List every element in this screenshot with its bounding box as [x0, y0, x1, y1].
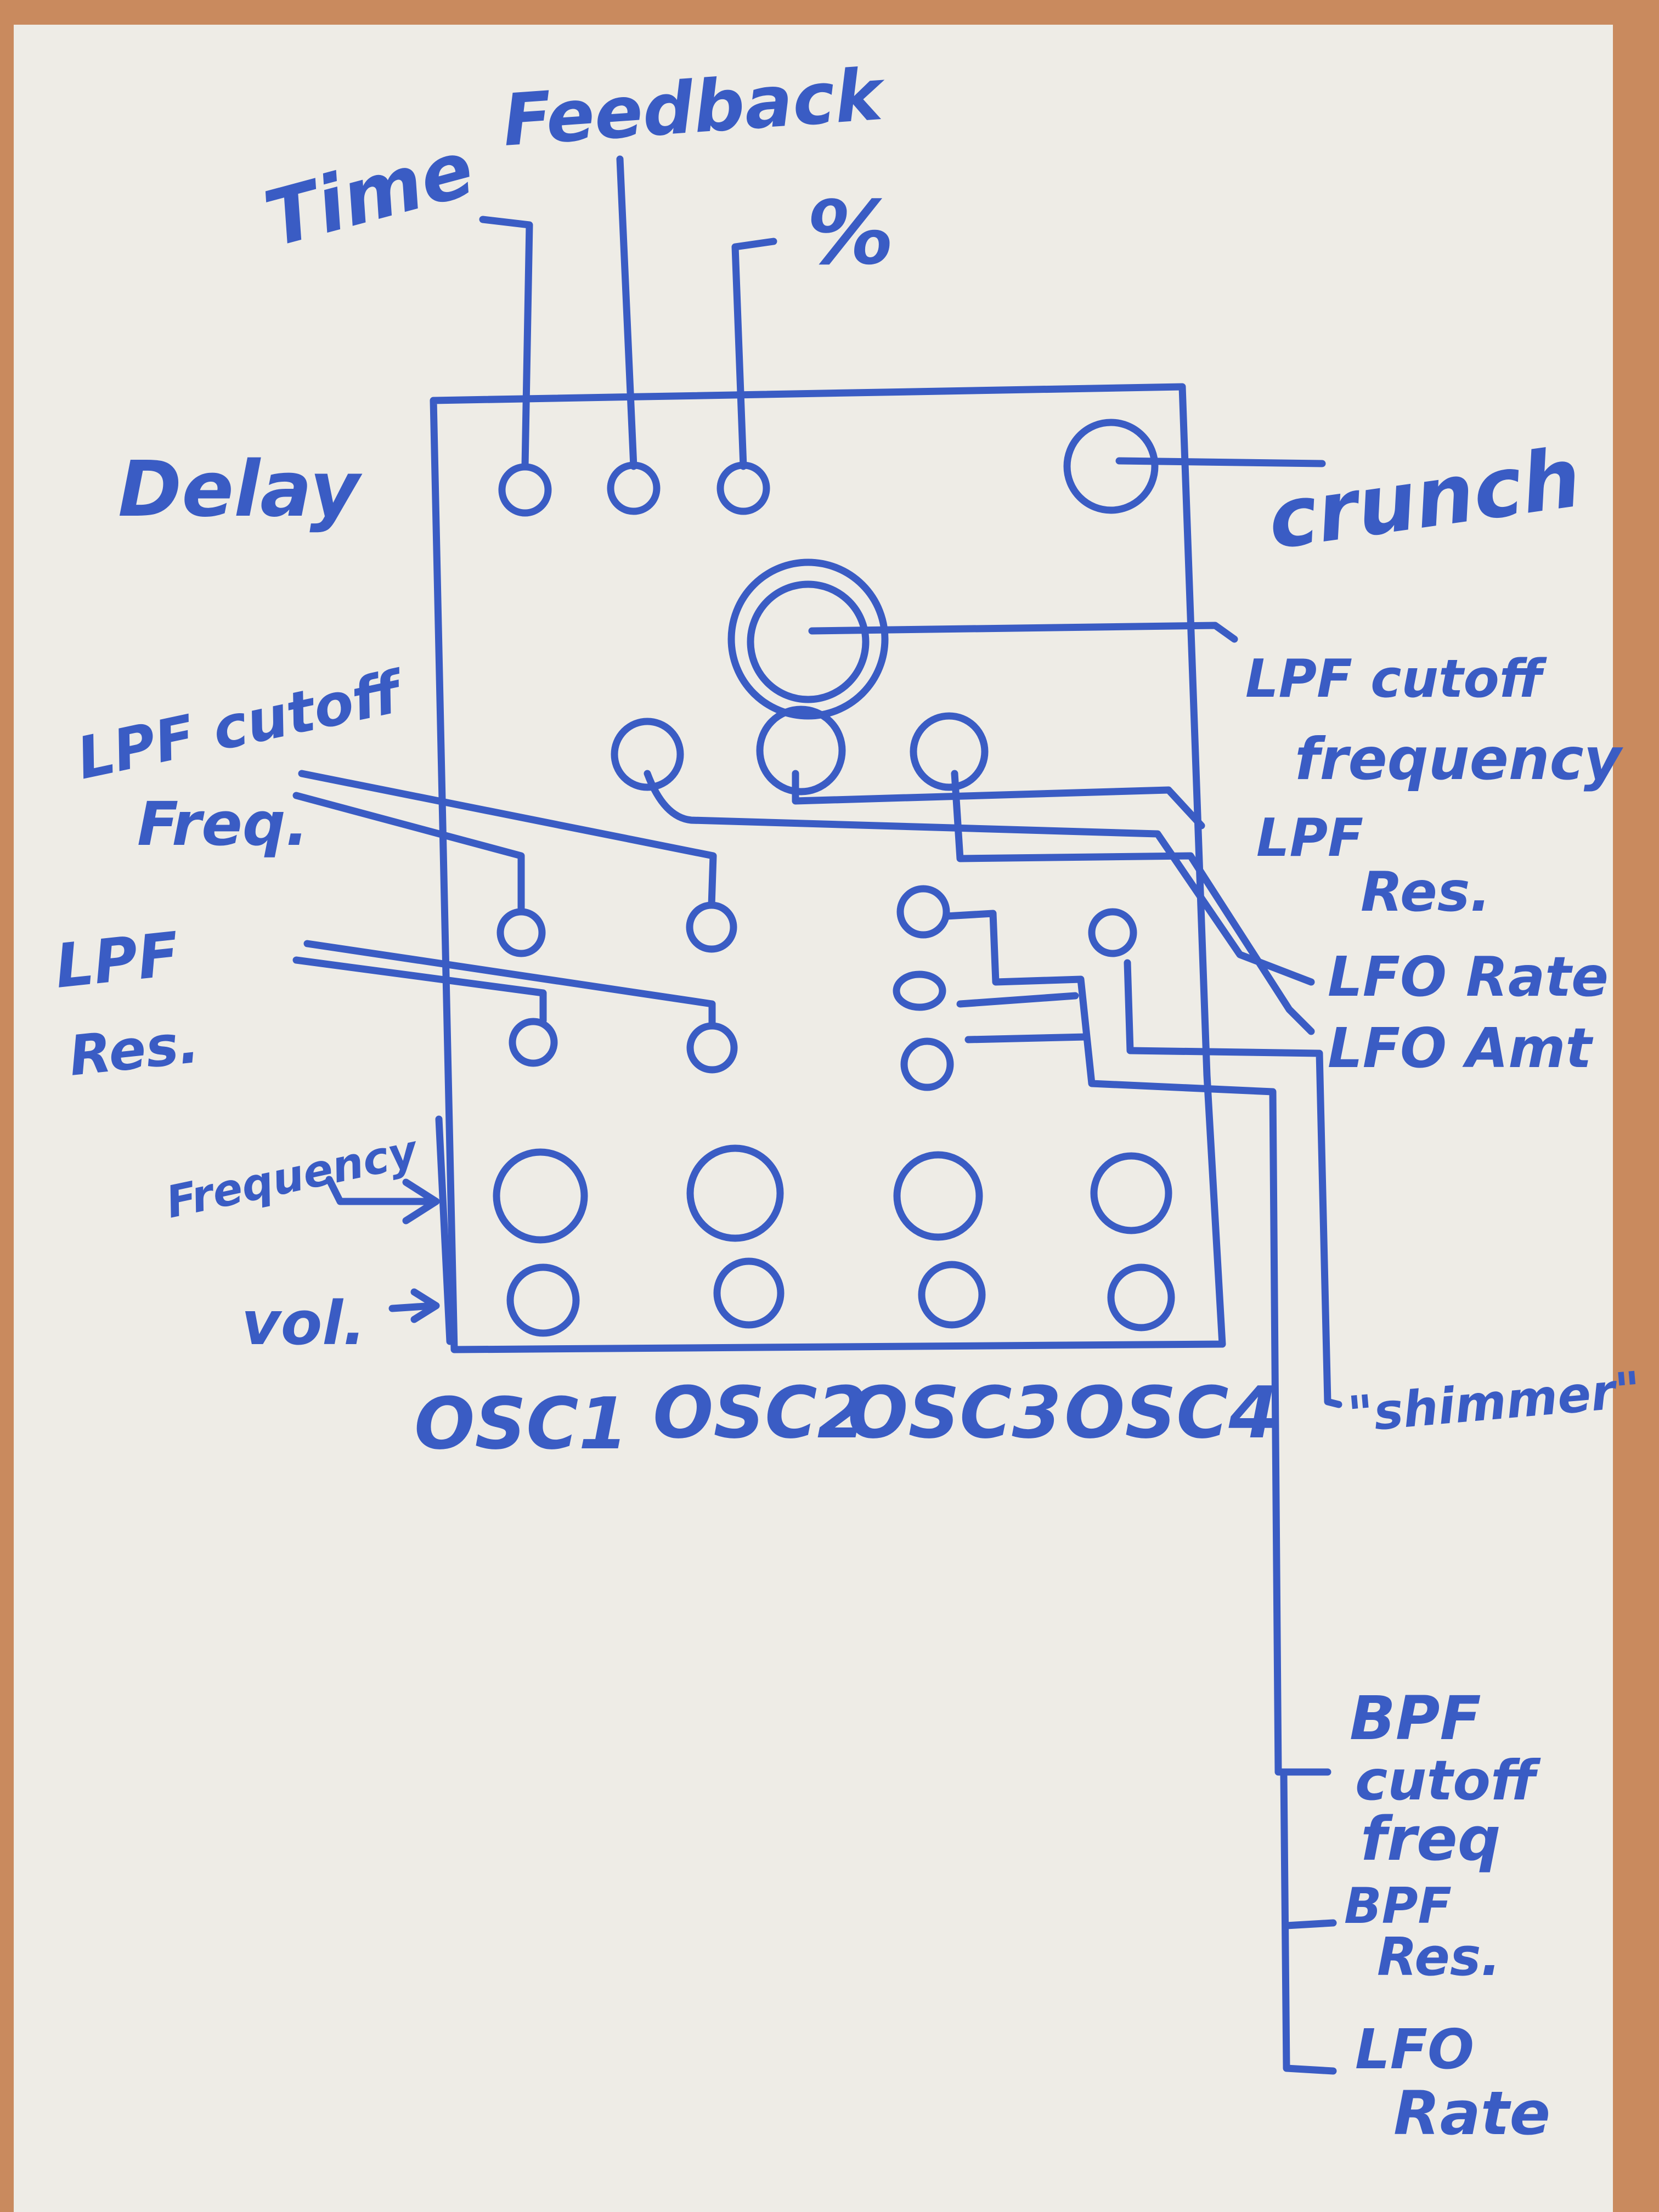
bpf-res-label-2: Res.	[1377, 1927, 1501, 1988]
osc1-lpf-res-knob	[509, 1018, 558, 1067]
crunch-leader	[1115, 457, 1326, 467]
lpf-cutoff-left-label-2: Freq.	[137, 789, 308, 859]
osc4-label: OSC4	[1064, 1371, 1278, 1454]
osc4-shimmer-knob	[1088, 908, 1137, 957]
lfo-rate-bottom-label-1: LFO	[1355, 2017, 1474, 2081]
osc1-volume-knob	[506, 1263, 580, 1337]
lfo-rate-knob-leader	[792, 770, 1205, 830]
time-leader	[479, 216, 533, 470]
crunch-knob	[1063, 419, 1159, 514]
osc4-frequency-knob	[1090, 1152, 1172, 1234]
shimmer-leader	[1124, 959, 1342, 1408]
lpf-cutoff-right-label-1: LPF cutoff	[1245, 649, 1547, 709]
osc3-knob-a-leader	[943, 910, 1331, 1776]
lpf-cutoff-knob-inner	[747, 580, 870, 703]
vol-arrow-head	[410, 1288, 440, 1323]
bpf-bracket	[1280, 1771, 1337, 2075]
lfo-rate-bottom-label-2: Rate	[1393, 2078, 1550, 2148]
lpf-cutoff-right-label-2: frequency	[1295, 726, 1624, 793]
delay-label: Delay	[118, 445, 363, 534]
lfo-amt-knob-leader	[951, 770, 1315, 1035]
osc3-volume-knob	[918, 1261, 986, 1329]
bpf-cutoff-label-2: cutoff	[1355, 1748, 1541, 1813]
osc3-knob-c	[900, 1037, 954, 1091]
lpf-cutoff-left-leader-1	[298, 770, 717, 909]
panel-outline	[430, 383, 1226, 1353]
osc1-frequency-knob	[493, 1148, 588, 1244]
osc3-knob-b-leader	[956, 992, 1079, 1008]
lpf-cutoff-knob-outer	[727, 558, 889, 720]
osc3-knob-a	[896, 885, 950, 939]
lpf-res-knob	[611, 718, 684, 791]
bpf-cutoff-label-3: freq	[1361, 1804, 1500, 1874]
bpf-res-tick	[1283, 1919, 1337, 1929]
lpf-res-right-label-2: Res.	[1361, 860, 1491, 924]
panel-drawing	[292, 155, 1342, 2075]
percent-leader	[731, 238, 777, 470]
lpf-res-left-label-1: LPF	[52, 919, 182, 1002]
osc2-label: OSC2	[653, 1371, 867, 1454]
lpf-res-right-label-1: LPF	[1256, 808, 1363, 868]
osc2-volume-knob	[713, 1257, 785, 1329]
percent-label: %	[806, 182, 894, 284]
osc4-volume-knob	[1107, 1263, 1175, 1331]
frequency-arrow-head	[402, 1178, 440, 1224]
lfo-amt-knob	[910, 712, 989, 791]
osc2-frequency-knob	[686, 1144, 784, 1242]
bpf-cutoff-label-1: BPF	[1350, 1683, 1481, 1753]
lpf-res-left-leader-2	[292, 956, 547, 1024]
lfo-rate-knob	[756, 706, 846, 795]
vol-left-label: vol.	[241, 1288, 366, 1358]
lfo-amt-right-label: LFO Amt	[1328, 1016, 1593, 1080]
bpf-res-label-1: BPF	[1344, 1877, 1452, 1935]
osc1-label: OSC1	[414, 1382, 628, 1465]
osc3-knob-b	[893, 970, 946, 1011]
lpf-cutoff-right-leader	[808, 622, 1238, 643]
feedback-leader	[616, 155, 637, 470]
osc3-label: OSC3	[848, 1371, 1062, 1454]
osc3-frequency-knob	[893, 1151, 983, 1241]
vol-arrow	[388, 1302, 437, 1312]
panel-divider	[435, 1115, 454, 1345]
lpf-res-left-label-2: Res.	[66, 1011, 202, 1088]
frequency-arrow	[325, 1176, 437, 1205]
lpf-cutoff-left-leader-2	[292, 792, 525, 915]
osc3-knob-c-leader	[964, 1033, 1090, 1043]
whiteboard-surface	[14, 25, 1613, 2212]
lpf-res-knob-leader	[644, 770, 1315, 986]
lpf-res-left-leader-1	[303, 940, 716, 1030]
lfo-rate-right-label: LFO Rate	[1328, 945, 1609, 1009]
